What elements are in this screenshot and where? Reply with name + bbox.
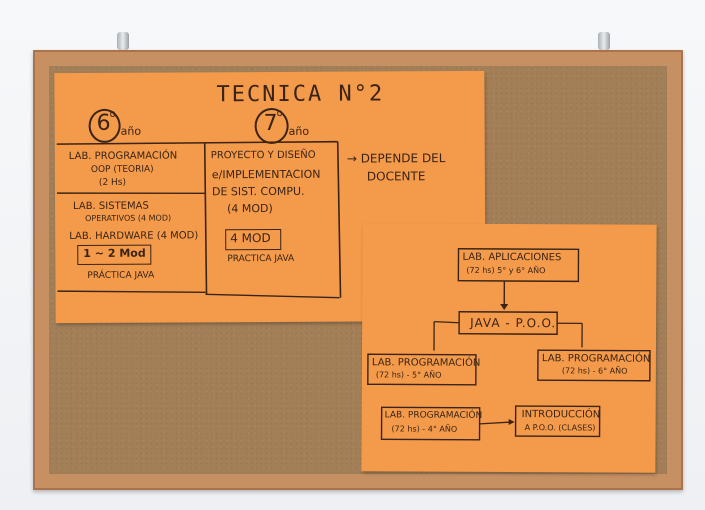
node-intro-poo-line1: INTRODUCCIÓN <box>521 409 601 421</box>
poster-left: TECNICA N°2 6 o año 7 o año LAB. PROGRAM… <box>54 70 486 324</box>
node-prog-4-line2: (72 hs) - 4° AÑO <box>391 424 458 434</box>
col2-line1: PROYECTO Y DISEÑO <box>210 149 316 162</box>
node-prog-4-line1: LAB. PROGRAMACIÓN <box>384 410 483 421</box>
col2-line4: (4 MOD) <box>227 201 273 216</box>
node-java-poo: JAVA - P.O.O. <box>470 315 557 331</box>
node-prog-5-line2: (72 hs) - 5° AÑO <box>375 370 442 380</box>
col1-item2-line2: OPERATIVOS (4 MOD) <box>85 213 172 223</box>
col1-box-label: 1 ~ 2 Mod <box>83 246 146 260</box>
col1-footer: PRÁCTICA JAVA <box>87 270 155 281</box>
col2-box-label: 4 MOD <box>230 230 271 246</box>
col1-item1-line2: OOP (TEORIA) <box>90 164 154 175</box>
col1-item2-line1: LAB. SISTEMAS <box>73 200 149 213</box>
node-aplicaciones-line1: LAB. APLICACIONES <box>462 251 562 264</box>
col1-item3: LAB. HARDWARE (4 MOD) <box>69 230 199 243</box>
col2-line2: e/IMPLEMENTACION <box>211 167 321 182</box>
poster-left-lines <box>56 140 342 299</box>
col1-item1-line1: LAB. PROGRAMACIÓN <box>68 150 178 163</box>
note-line1: → DEPENDE DEL <box>346 151 446 166</box>
col2-line3: DE SIST. COMPU. <box>211 184 305 199</box>
col1-item1-line3: (2 Hs) <box>98 177 127 188</box>
wall-hook-right <box>598 32 610 50</box>
note-line2: DOCENTE <box>366 169 426 184</box>
node-prog-5-line1: LAB. PROGRAMACIÓN <box>371 357 481 369</box>
poster-right: LAB. APLICACIONES (72 hs) 5° y 6° AÑO JA… <box>361 223 657 473</box>
poster-right-lines <box>367 248 651 441</box>
wall-hook-left <box>117 32 129 50</box>
col2-footer: PRACTICA JAVA <box>227 253 295 265</box>
node-intro-poo-line2: A P.O.O. (CLASES) <box>524 423 596 433</box>
node-prog-6-line1: LAB. PROGRAMACIÓN <box>541 353 651 365</box>
node-aplicaciones-line2: (72 hs) 5° y 6° AÑO <box>466 265 546 276</box>
node-prog-6-line2: (72 hs) - 6° AÑO <box>561 366 628 376</box>
